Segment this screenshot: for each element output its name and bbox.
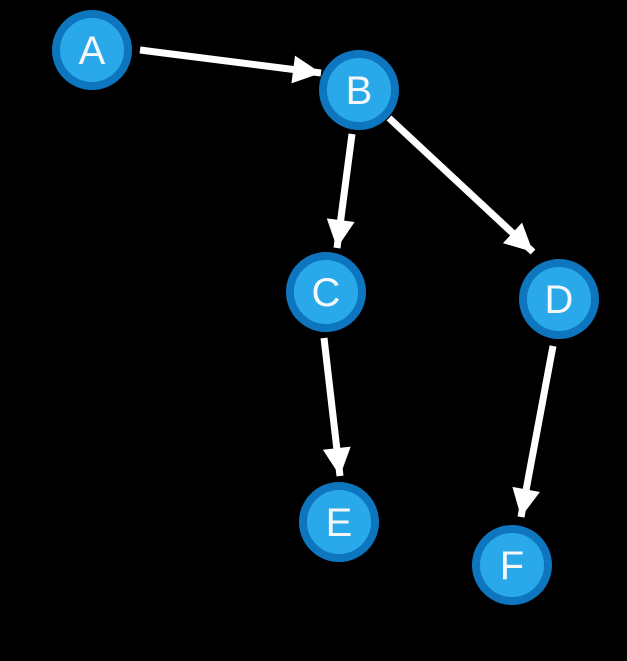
edge-D-F-arrow [512, 345, 557, 518]
node-C-circle[interactable] [286, 252, 366, 332]
edge-B-D-arrow [386, 115, 536, 255]
node-F[interactable]: F [472, 525, 552, 605]
nodes-layer: A B C D E F [52, 10, 599, 605]
node-E-circle[interactable] [299, 482, 379, 562]
node-E[interactable]: E [299, 482, 379, 562]
edge-A-B-arrow [139, 46, 322, 84]
node-D-circle[interactable] [519, 259, 599, 339]
node-F-circle[interactable] [472, 525, 552, 605]
node-A[interactable]: A [52, 10, 132, 90]
edge-C-E-arrow [320, 337, 351, 477]
node-B-circle[interactable] [319, 50, 399, 130]
node-A-circle[interactable] [52, 10, 132, 90]
node-B[interactable]: B [319, 50, 399, 130]
edge-B-C-arrow [326, 133, 356, 249]
node-D[interactable]: D [519, 259, 599, 339]
edges-layer [139, 46, 557, 518]
node-C[interactable]: C [286, 252, 366, 332]
